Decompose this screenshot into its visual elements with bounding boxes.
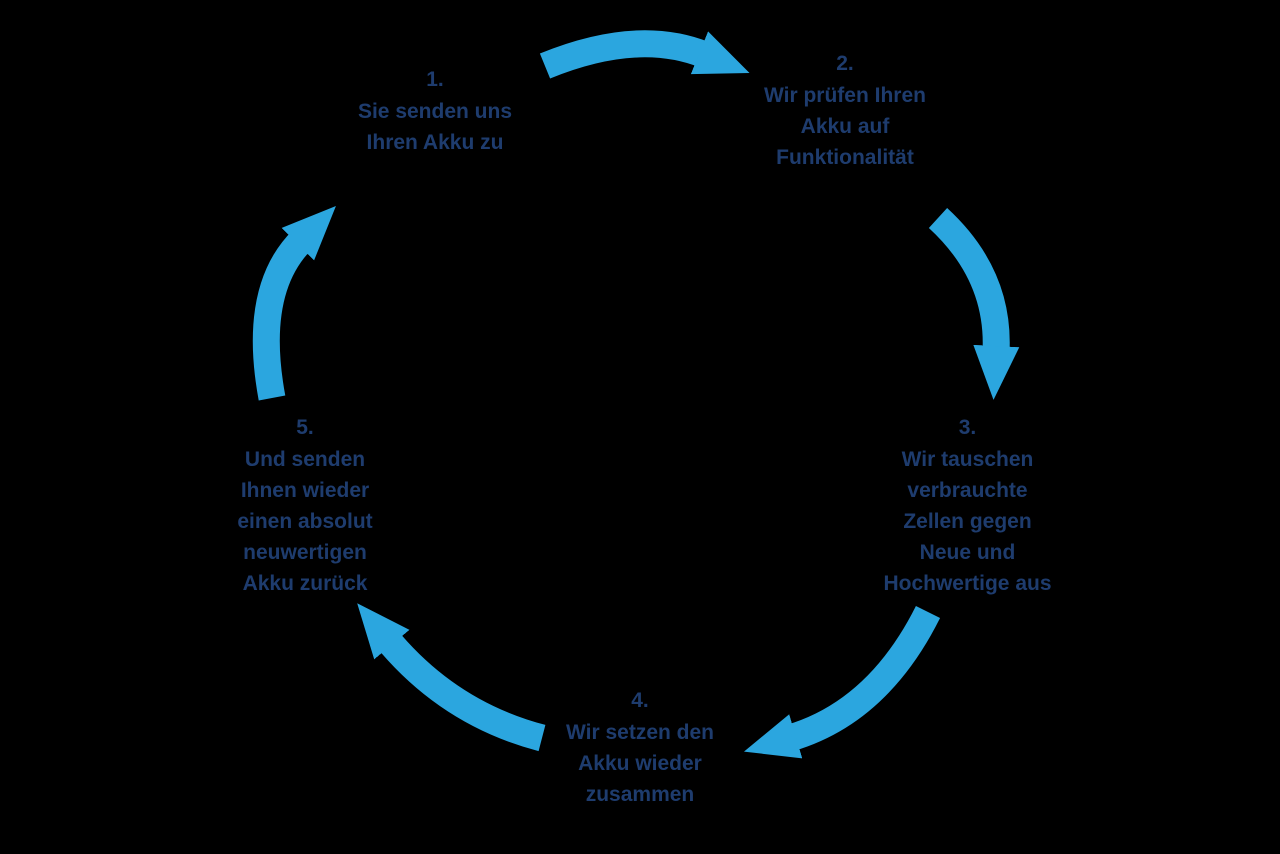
- step-2-text-line: Wir prüfen Ihren: [764, 84, 926, 107]
- step-3-text-line: Neue und: [919, 541, 1016, 564]
- step-5-text-line: einen absolut: [237, 510, 373, 533]
- step-5: 5. Und senden Ihnen wieder einen absolut…: [195, 412, 415, 599]
- step-4-text-line: zusammen: [585, 783, 695, 806]
- step-5-text-line: Ihnen wieder: [240, 479, 370, 502]
- step-2-number: 2.: [836, 52, 854, 75]
- step-4-number: 4.: [631, 689, 649, 712]
- step-2-text-line: Funktionalität: [776, 146, 914, 169]
- step-5-text-line: Akku zurück: [242, 572, 368, 595]
- arrow-step4-to-step5-icon: [357, 603, 546, 752]
- step-1: 1. Sie senden uns Ihren Akku zu: [325, 64, 545, 158]
- step-1-text-line: Ihren Akku zu: [366, 131, 504, 154]
- step-1-text-line: Sie senden uns: [357, 100, 513, 123]
- step-4-text-line: Akku wieder: [578, 752, 702, 775]
- step-3-text-line: Wir tauschen: [901, 448, 1034, 471]
- step-5-text-line: Und senden: [244, 448, 366, 471]
- step-3-text-line: verbrauchte: [907, 479, 1028, 502]
- step-3-text-line: Hochwertige aus: [883, 572, 1052, 595]
- step-2: 2. Wir prüfen Ihren Akku auf Funktionali…: [730, 48, 960, 173]
- arrow-step2-to-step3-icon: [928, 208, 1020, 400]
- step-3-text-line: Zellen gegen: [903, 510, 1032, 533]
- arrow-step1-to-step2-icon: [539, 30, 750, 79]
- step-4-text-line: Wir setzen den: [565, 721, 714, 744]
- step-2-text-line: Akku auf: [800, 115, 890, 138]
- arrow-step3-to-step4-icon: [743, 605, 941, 759]
- arrow-step5-to-step1-icon: [252, 206, 336, 401]
- step-5-text-line: neuwertigen: [243, 541, 367, 564]
- step-3-number: 3.: [958, 416, 977, 439]
- step-4: 4. Wir setzen den Akku wieder zusammen: [530, 685, 750, 810]
- step-3: 3. Wir tauschen verbrauchte Zellen gegen…: [850, 412, 1085, 599]
- step-5-number: 5.: [296, 416, 314, 439]
- step-1-number: 1.: [426, 68, 444, 91]
